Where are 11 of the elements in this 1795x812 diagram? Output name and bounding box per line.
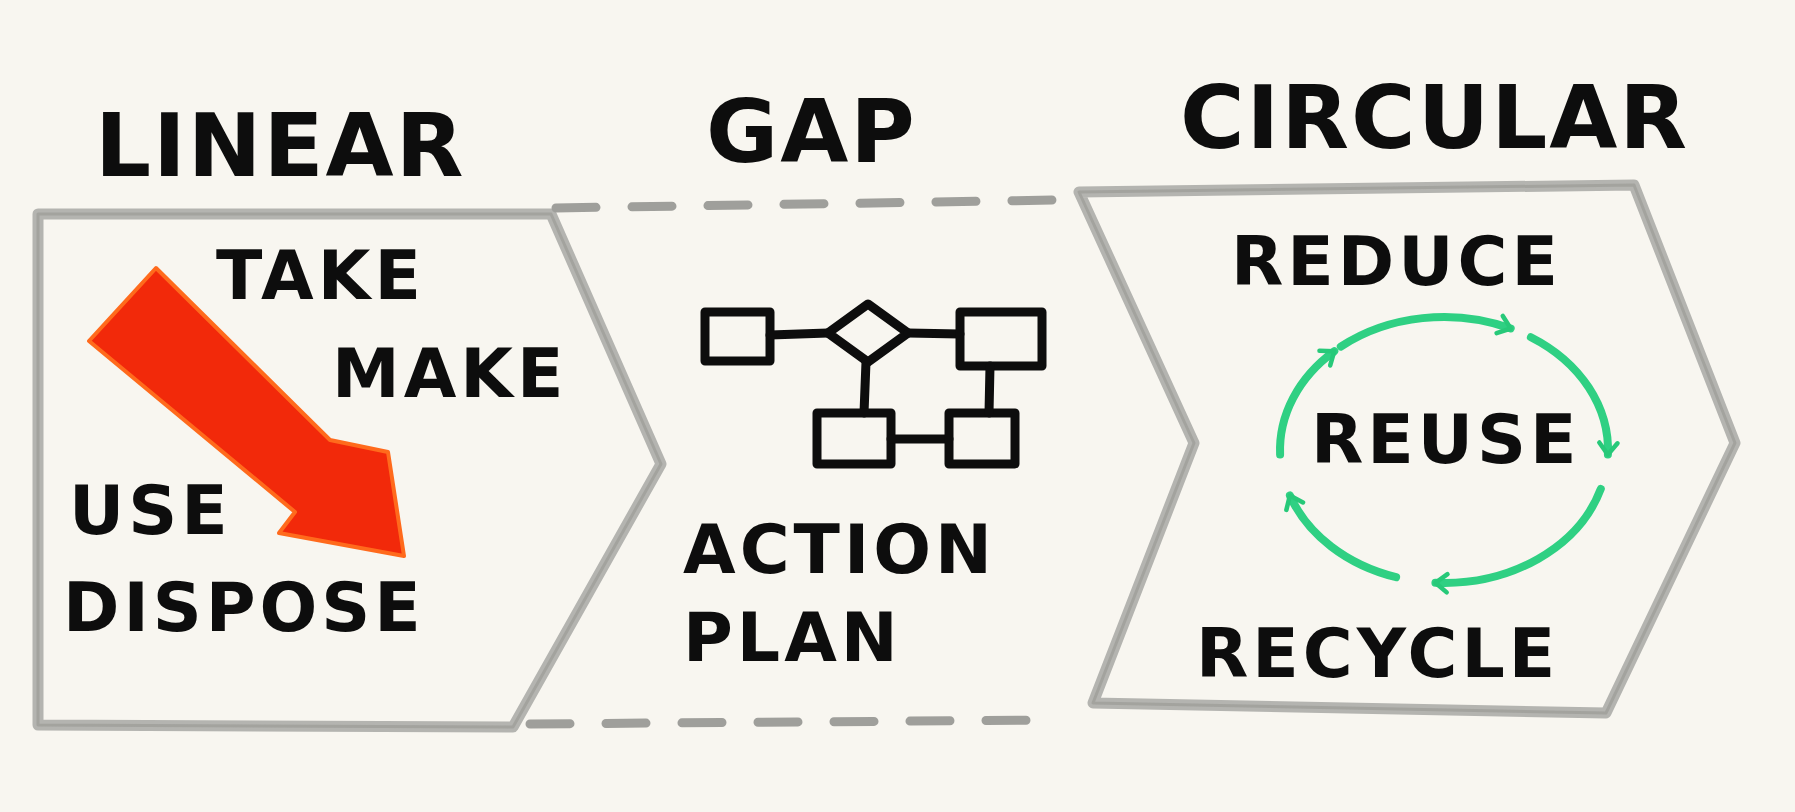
- section-heading: GAP: [706, 86, 917, 179]
- stage-label: RECYCLE: [1196, 618, 1560, 690]
- stage-label: USE: [69, 475, 232, 547]
- stage-label: ACTION PLAN: [683, 509, 997, 680]
- stage-label: TAKE: [216, 240, 425, 312]
- stage-label: DISPOSE: [63, 572, 425, 644]
- section-heading: CIRCULAR: [1180, 72, 1690, 165]
- section-heading: LINEAR: [95, 100, 466, 193]
- stage-label: REUSE: [1311, 404, 1581, 476]
- stage-label: MAKE: [332, 338, 568, 410]
- stage-label: REDUCE: [1231, 226, 1562, 298]
